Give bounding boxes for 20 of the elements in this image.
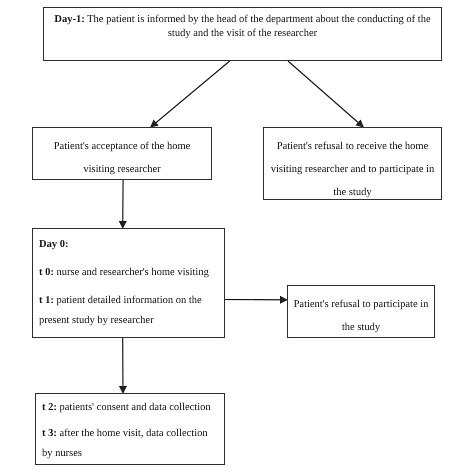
process-box <box>35 393 225 465</box>
box-text: Patient's acceptance of the home visiting researcher <box>52 140 192 178</box>
arrow <box>118 338 127 394</box>
arrow <box>225 296 288 304</box>
process-box <box>32 228 225 338</box>
box-heading: Day 0: <box>39 238 70 252</box>
box-text: t 3: after the home visit, data collection by nurses <box>42 426 209 461</box>
arrow <box>288 60 364 128</box>
process-box <box>263 127 442 200</box>
process-box <box>287 285 435 338</box>
process-box <box>43 7 442 61</box>
box-text: Day-1: The patient is informed by the head of the department about the conducting of the study and the visit of the researcher <box>53 13 432 40</box>
arrow <box>150 60 230 128</box>
box-text: Patient's refusal to participate in the study <box>292 298 430 336</box>
process-box <box>32 127 212 180</box>
box-text: t 0: nurse and researcher's home visiting <box>39 266 210 280</box>
box-text: t 1: patient detailed information on the present study by researcher <box>39 294 203 328</box>
box-text: t 2: patients' consent and data collection <box>42 401 212 415</box>
arrow <box>118 180 127 229</box>
box-text: Patient's refusal to receive the home visiting researcher and to participate in the study <box>270 140 436 200</box>
